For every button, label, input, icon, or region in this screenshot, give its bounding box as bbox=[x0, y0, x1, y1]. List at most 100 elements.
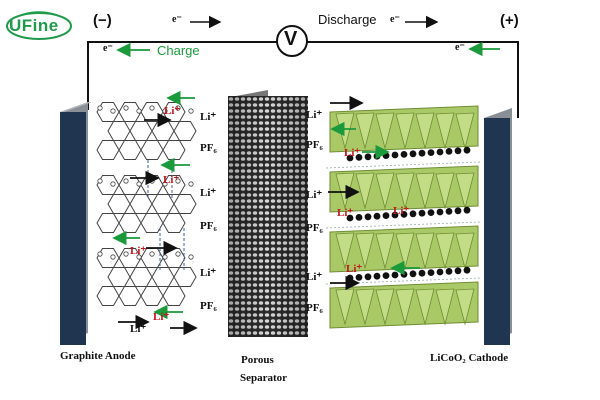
separator-label-line1: Porous bbox=[241, 354, 274, 366]
graphite-hexagon bbox=[162, 286, 186, 306]
voltmeter bbox=[276, 25, 308, 57]
carbon-atom bbox=[149, 251, 155, 257]
carbon-atom bbox=[110, 181, 116, 187]
ion-arrows bbox=[112, 90, 420, 336]
graphite-hexagon bbox=[129, 121, 153, 141]
graphite-hexagon bbox=[118, 213, 142, 233]
graphite-hexagon bbox=[151, 121, 175, 141]
li-ion-label: Li⁺ bbox=[344, 147, 361, 159]
cobalt-atom bbox=[346, 214, 354, 222]
cobalt-atom bbox=[400, 211, 408, 218]
graphite-hexagon bbox=[96, 175, 120, 195]
cobalt-atom bbox=[382, 272, 390, 279]
licoo2-cathode-electrode bbox=[484, 108, 512, 345]
cobalt-atom bbox=[373, 212, 381, 220]
carbon-atom bbox=[136, 108, 142, 114]
carbon-atom bbox=[110, 254, 116, 260]
cobalt-atom bbox=[418, 269, 426, 277]
cobalt-atom bbox=[463, 146, 471, 154]
li-ion-label: Li⁺ bbox=[130, 323, 147, 335]
cobalt-oxide-octahedron bbox=[355, 232, 375, 270]
carbon-atom bbox=[123, 105, 129, 111]
cobalt-atom bbox=[364, 213, 372, 221]
graphite-hexagon bbox=[96, 102, 120, 122]
cobalt-atom bbox=[436, 148, 444, 156]
cobalt-atom bbox=[427, 269, 435, 276]
cobalt-oxide-octahedron bbox=[395, 112, 415, 150]
cobalt-atom bbox=[454, 147, 462, 155]
licoo2-cathode-label: LiCoO₂ Cathode bbox=[430, 352, 509, 364]
li-ion-label: Li⁺ bbox=[200, 111, 217, 123]
li-ion-label: Li⁺ bbox=[337, 207, 354, 219]
cobalt-oxide-octahedron bbox=[415, 288, 435, 326]
graphite-hexagon bbox=[173, 267, 197, 287]
graphite-hexagon bbox=[140, 213, 164, 233]
li-ion-label: Li⁺ bbox=[200, 267, 217, 279]
cobalt-atom bbox=[373, 152, 381, 160]
cobalt-oxide-octahedron bbox=[455, 112, 475, 150]
cobalt-oxide-octahedron bbox=[415, 172, 435, 210]
carbon-atom bbox=[136, 181, 142, 187]
cobalt-oxide-octahedron bbox=[395, 232, 415, 270]
charge-label: Charge bbox=[157, 43, 200, 58]
cobalt-oxide-octahedron bbox=[395, 288, 415, 326]
negative-terminal-label: (−) bbox=[93, 12, 112, 29]
cobalt-oxide-octahedron bbox=[435, 172, 455, 210]
graphite-hexagon bbox=[129, 194, 153, 214]
graphite-anode-label: Graphite Anode bbox=[60, 350, 136, 362]
cobalt-oxide-octahedron bbox=[355, 288, 375, 326]
cobalt-oxide-octahedron bbox=[335, 288, 355, 326]
pf6-ion-label: PF₆ bbox=[200, 300, 217, 312]
graphite-hexagon bbox=[173, 194, 197, 214]
cobalt-oxide-octahedron bbox=[355, 112, 375, 150]
li-ion-label: Li⁺ bbox=[163, 174, 180, 186]
carbon-atom bbox=[97, 251, 103, 257]
separator-label-line2: Separator bbox=[240, 372, 288, 384]
li-ion-label: Li⁺ bbox=[393, 205, 410, 217]
li-ion-label: Li⁺ bbox=[306, 189, 323, 201]
cobalt-oxide-octahedron bbox=[455, 288, 475, 326]
cobalt-oxide-octahedron bbox=[375, 112, 395, 150]
cobalt-atom bbox=[382, 212, 390, 220]
cobalt-atom bbox=[409, 210, 417, 218]
circuit-wire bbox=[87, 41, 519, 118]
cobalt-oxide-octahedron bbox=[355, 172, 375, 210]
li-ion-label: Li⁺ bbox=[306, 271, 323, 283]
graphite-hexagon bbox=[140, 286, 164, 306]
cobalt-oxide-octahedron bbox=[375, 172, 395, 210]
carbon-atom bbox=[123, 178, 129, 184]
carbon-atom bbox=[110, 108, 116, 114]
graphite-hexagon bbox=[107, 267, 131, 287]
cobalt-atom bbox=[463, 266, 471, 274]
graphite-hexagon bbox=[151, 194, 175, 214]
li-ion-label: Li⁺ bbox=[346, 263, 363, 275]
cobalt-atom bbox=[454, 267, 462, 275]
cobalt-atom bbox=[373, 272, 381, 280]
pf6-ion-label: PF₆ bbox=[200, 142, 217, 154]
cobalt-oxide-octahedron bbox=[435, 232, 455, 270]
pf6-ion-label: PF₆ bbox=[306, 302, 323, 314]
cobalt-atom bbox=[463, 206, 471, 214]
cobalt-oxide-octahedron bbox=[375, 232, 395, 270]
carbon-atom bbox=[188, 181, 194, 187]
logo-text: UFine bbox=[9, 16, 59, 35]
graphite-hexagon bbox=[162, 140, 186, 160]
layer-divider bbox=[325, 161, 481, 169]
cobalt-atom bbox=[355, 214, 363, 221]
carbon-atom bbox=[97, 105, 103, 111]
cobalt-atom bbox=[427, 209, 435, 217]
li-ion-label: Li⁺ bbox=[164, 105, 181, 117]
cobalt-oxide-octahedron bbox=[435, 112, 455, 150]
voltmeter-symbol: V bbox=[284, 28, 298, 50]
electron-label-3: e⁻ bbox=[103, 43, 113, 54]
cobalt-atom bbox=[346, 154, 354, 162]
cobalt-oxide-octahedron bbox=[395, 172, 415, 210]
carbon-atom bbox=[175, 178, 181, 184]
graphite-hexagon bbox=[118, 286, 142, 306]
ufine-logo bbox=[6, 11, 72, 40]
cobalt-oxide-octahedron bbox=[375, 288, 395, 326]
graphite-hexagon bbox=[162, 213, 186, 233]
cobalt-atom bbox=[391, 151, 399, 159]
cobalt-atom bbox=[391, 211, 399, 219]
